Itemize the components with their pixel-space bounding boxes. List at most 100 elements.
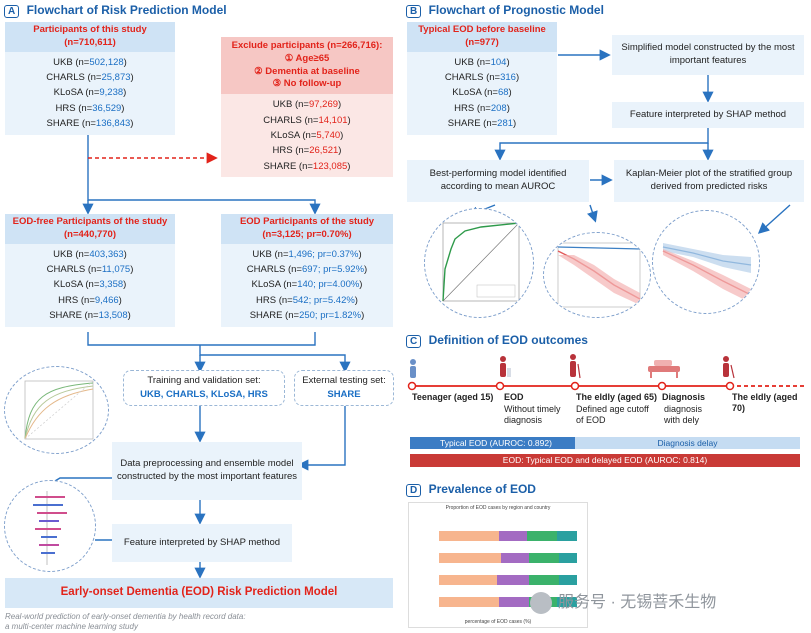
participants-header: Participants of this study (n=710,611) bbox=[5, 22, 175, 52]
panel-c-title: Definition of EOD outcomes bbox=[428, 333, 588, 347]
panel-d-tag: D bbox=[406, 484, 422, 497]
prevalence-chart-title: Proportion of EOD cases by region and co… bbox=[445, 505, 551, 511]
panel-b-tag: B bbox=[406, 5, 422, 18]
stage-eod-sub: Without timely diagnosis bbox=[504, 404, 561, 426]
a-shap-box: Feature interpreted by SHAP method bbox=[112, 524, 292, 562]
participants-body: UKB (n=502,128) CHARLS (n=25,873) KLoSA … bbox=[5, 51, 175, 135]
prevalence-chart-xlabel: percentage of EOD cases (%) bbox=[464, 619, 532, 625]
eodfree-row: KLoSA (n=3,358) bbox=[53, 279, 127, 291]
training-set-line2: UKB, CHARLS, KLoSA, HRS bbox=[140, 389, 268, 400]
exclude-row: KLoSA (n=5,740) bbox=[270, 130, 344, 141]
typical-eod-row: HRS (n=208) bbox=[454, 102, 510, 114]
panel-c-header: C Definition of EOD outcomes bbox=[406, 333, 588, 348]
eodfree-row: UKB (n=403,363) bbox=[53, 248, 127, 260]
participants-box: Participants of this study (n=710,611) U… bbox=[5, 22, 175, 135]
panel-a-header: A Flowchart of Risk Prediction Model bbox=[4, 3, 227, 18]
best-model-box: Best-performing model identified accordi… bbox=[407, 160, 589, 202]
typical-eod-title: Typical EOD before baseline bbox=[418, 24, 546, 35]
caption-line2: a multi-center machine learning study bbox=[5, 622, 138, 631]
eod-body: UKB (n=1,496; pr=0.37%) CHARLS (n=697; p… bbox=[221, 243, 393, 327]
typical-eod-header: Typical EOD before baseline (n=977) bbox=[407, 22, 557, 52]
eod-row: HRS (n=542; pr=5.42%) bbox=[256, 294, 358, 306]
participants-row: HRS (n=36,529) bbox=[55, 102, 125, 114]
eod-row: UKB (n=1,496; pr=0.37%) bbox=[252, 248, 362, 260]
km-curve-image-1 bbox=[557, 242, 641, 308]
roc-thumbnail bbox=[4, 366, 109, 454]
exclude-header: Exclude participants (n=266,716): ① Age≥… bbox=[221, 37, 393, 95]
exclude-row: SHARE (n=123,085) bbox=[263, 160, 351, 172]
eodfree-box: EOD-free Participants of the study (n=44… bbox=[5, 214, 175, 332]
participants-n: (n=710,611) bbox=[64, 36, 116, 48]
typical-eod-row: CHARLS (n=316) bbox=[444, 72, 520, 83]
km-curve-image-2 bbox=[662, 243, 752, 303]
shap-summary-image bbox=[33, 491, 67, 565]
typical-eod-n: (n=977) bbox=[465, 36, 499, 48]
eodfree-row: CHARLS (n=11,075) bbox=[46, 264, 134, 275]
km-plot-box: Kaplan-Meier plot of the stratified grou… bbox=[614, 160, 804, 202]
typical-eod-row: SHARE (n=281) bbox=[447, 118, 517, 130]
prevalence-chart: Proportion of EOD cases by region and co… bbox=[408, 502, 588, 628]
roc-curves-image bbox=[24, 380, 94, 440]
exclude-row: HRS (n=26,521) bbox=[272, 145, 342, 157]
typical-eod-body: UKB (n=104) CHARLS (n=316) KLoSA (n=68) … bbox=[407, 51, 557, 135]
training-set-line1: Training and validation set: bbox=[147, 375, 261, 387]
stage-teenager: Teenager (aged 15) bbox=[412, 392, 494, 402]
external-set-line1: External testing set: bbox=[302, 375, 386, 387]
simplified-model-box: Simplified model constructed by the most… bbox=[612, 35, 804, 75]
panel-d-title: Prevalence of EOD bbox=[428, 482, 536, 496]
typical-eod-row: KLoSA (n=68) bbox=[452, 87, 512, 99]
external-set-box: External testing set: SHARE bbox=[294, 370, 394, 406]
participants-title: Participants of this study bbox=[33, 24, 147, 35]
auroc-curve-image bbox=[442, 222, 520, 302]
eod-title: EOD Participants of the study bbox=[239, 216, 375, 227]
km-thumbnail-2 bbox=[652, 210, 760, 314]
preprocess-box: Data preprocessing and ensemble model co… bbox=[112, 442, 302, 500]
watermark-text: 服务号 · 无锡菩禾生物 bbox=[558, 594, 717, 611]
exclude-row: UKB (n=97,269) bbox=[272, 99, 342, 111]
eod-row: CHARLS (n=697; pr=5.92%) bbox=[246, 264, 368, 275]
participants-row: KLoSA (n=9,238) bbox=[53, 87, 127, 99]
caption-line1: Real-world prediction of early-onset dem… bbox=[5, 612, 246, 621]
eodfree-row: SHARE (n=13,508) bbox=[49, 310, 131, 322]
eod-combined-bar: EOD: Typical EOD and delayed EOD (AUROC:… bbox=[410, 454, 800, 467]
exclude-row: CHARLS (n=14,101) bbox=[263, 114, 351, 126]
exclude-box: Exclude participants (n=266,716): ① Age≥… bbox=[221, 37, 393, 180]
final-model-box: Early-onset Dementia (EOD) Risk Predicti… bbox=[5, 578, 393, 608]
shap-thumbnail bbox=[4, 480, 96, 572]
auroc-thumbnail bbox=[424, 208, 534, 318]
eodfree-header: EOD-free Participants of the study (n=44… bbox=[5, 214, 175, 244]
caption: Real-world prediction of early-onset dem… bbox=[5, 612, 246, 632]
b-shap-box: Feature interpreted by SHAP method bbox=[612, 102, 804, 128]
wechat-icon bbox=[530, 591, 552, 614]
panel-d-header: D Prevalence of EOD bbox=[406, 482, 536, 497]
eod-row: KLoSA (n=140; pr=4.00%) bbox=[251, 279, 363, 291]
eod-n: (n=3,125; pr=0.70%) bbox=[262, 228, 352, 240]
participants-row: SHARE (n=136,843) bbox=[46, 118, 134, 130]
watermark: 服务号 · 无锡菩禾生物 bbox=[530, 588, 716, 614]
exclude-reason: ② Dementia at baseline bbox=[254, 65, 360, 77]
stage-eldly-65-sub: Defined age cutoff of EOD bbox=[576, 404, 649, 426]
typical-eod-row: UKB (n=104) bbox=[454, 56, 510, 68]
eod-header: EOD Participants of the study (n=3,125; … bbox=[221, 214, 393, 244]
participants-row: UKB (n=502,128) bbox=[53, 56, 127, 68]
eodfree-body: UKB (n=403,363) CHARLS (n=11,075) KLoSA … bbox=[5, 243, 175, 327]
typical-eod-bar: Typical EOD (AUROC: 0.892) bbox=[410, 437, 575, 449]
eodfree-row: HRS (n=9,466) bbox=[58, 294, 122, 306]
exclude-reason: ① Age≥65 bbox=[284, 52, 330, 64]
exclude-title: Exclude participants (n=266,716): bbox=[231, 40, 383, 51]
stage-eldly-65: The eldly (aged 65) bbox=[576, 392, 658, 402]
stage-eldly-70: The eldly (aged 70) bbox=[732, 392, 798, 414]
stage-eod: EOD bbox=[504, 392, 524, 402]
external-set-line2: SHARE bbox=[327, 389, 361, 400]
eod-row: SHARE (n=250; pr=1.82%) bbox=[249, 310, 365, 322]
typical-eod-box: Typical EOD before baseline (n=977) UKB … bbox=[407, 22, 557, 135]
training-set-box: Training and validation set: UKB, CHARLS… bbox=[123, 370, 285, 406]
panel-b-title: Flowchart of Prognostic Model bbox=[428, 3, 604, 17]
exclude-body: UKB (n=97,269) CHARLS (n=14,101) KLoSA (… bbox=[221, 94, 393, 178]
km-thumbnail-1 bbox=[543, 232, 651, 318]
eodfree-title: EOD-free Participants of the study bbox=[12, 216, 168, 227]
exclude-reason: ③ No follow-up bbox=[272, 78, 342, 90]
diagnosis-delay-bar: Diagnosis delay bbox=[575, 437, 800, 449]
panel-a-tag: A bbox=[4, 5, 20, 18]
